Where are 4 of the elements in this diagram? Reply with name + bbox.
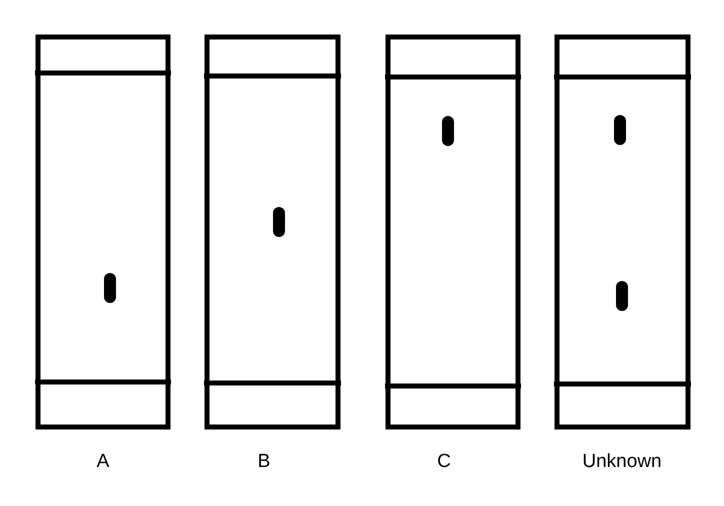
plate-label: B (258, 451, 270, 473)
plate-label: Unknown (582, 451, 662, 473)
plate-label: C (437, 451, 451, 473)
plate-label: A (96, 451, 110, 473)
